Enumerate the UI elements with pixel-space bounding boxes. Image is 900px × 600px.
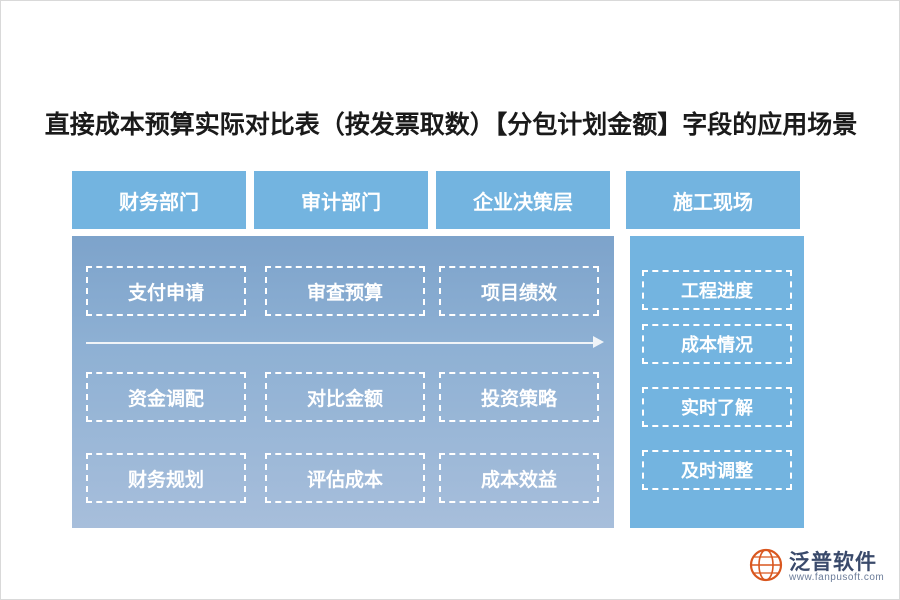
globe-icon (749, 548, 783, 582)
flow-arrow-head (593, 336, 604, 348)
cell-finance-1: 支付申请 (86, 266, 246, 316)
cell-audit-1: 审查预算 (265, 266, 425, 316)
page-title: 直接成本预算实际对比表（按发票取数）【分包计划金额】字段的应用场景 (44, 110, 858, 139)
company-logo: 泛普软件 www.fanpusoft.com (749, 546, 889, 590)
cell-audit-2: 对比金额 (265, 372, 425, 422)
flow-arrow-line (86, 342, 599, 344)
header-box-decision: 企业决策层 (436, 171, 610, 229)
header-box-audit: 审计部门 (254, 171, 428, 229)
logo-subtext: www.fanpusoft.com (789, 572, 885, 583)
cell-decision-3: 成本效益 (439, 453, 599, 503)
header-row: 财务部门 审计部门 企业决策层 施工现场 (72, 171, 830, 229)
cell-site-3: 实时了解 (642, 387, 792, 427)
header-box-finance: 财务部门 (72, 171, 246, 229)
cell-site-2: 成本情况 (642, 324, 792, 364)
cell-decision-1: 项目绩效 (439, 266, 599, 316)
left-panel (72, 236, 614, 528)
cell-finance-3: 财务规划 (86, 453, 246, 503)
header-box-site: 施工现场 (626, 171, 800, 229)
cell-site-4: 及时调整 (642, 450, 792, 490)
cell-audit-3: 评估成本 (265, 453, 425, 503)
right-panel (630, 236, 804, 528)
cell-decision-2: 投资策略 (439, 372, 599, 422)
cell-finance-2: 资金调配 (86, 372, 246, 422)
cell-site-1: 工程进度 (642, 270, 792, 310)
logo-text: 泛普软件 (789, 549, 877, 574)
